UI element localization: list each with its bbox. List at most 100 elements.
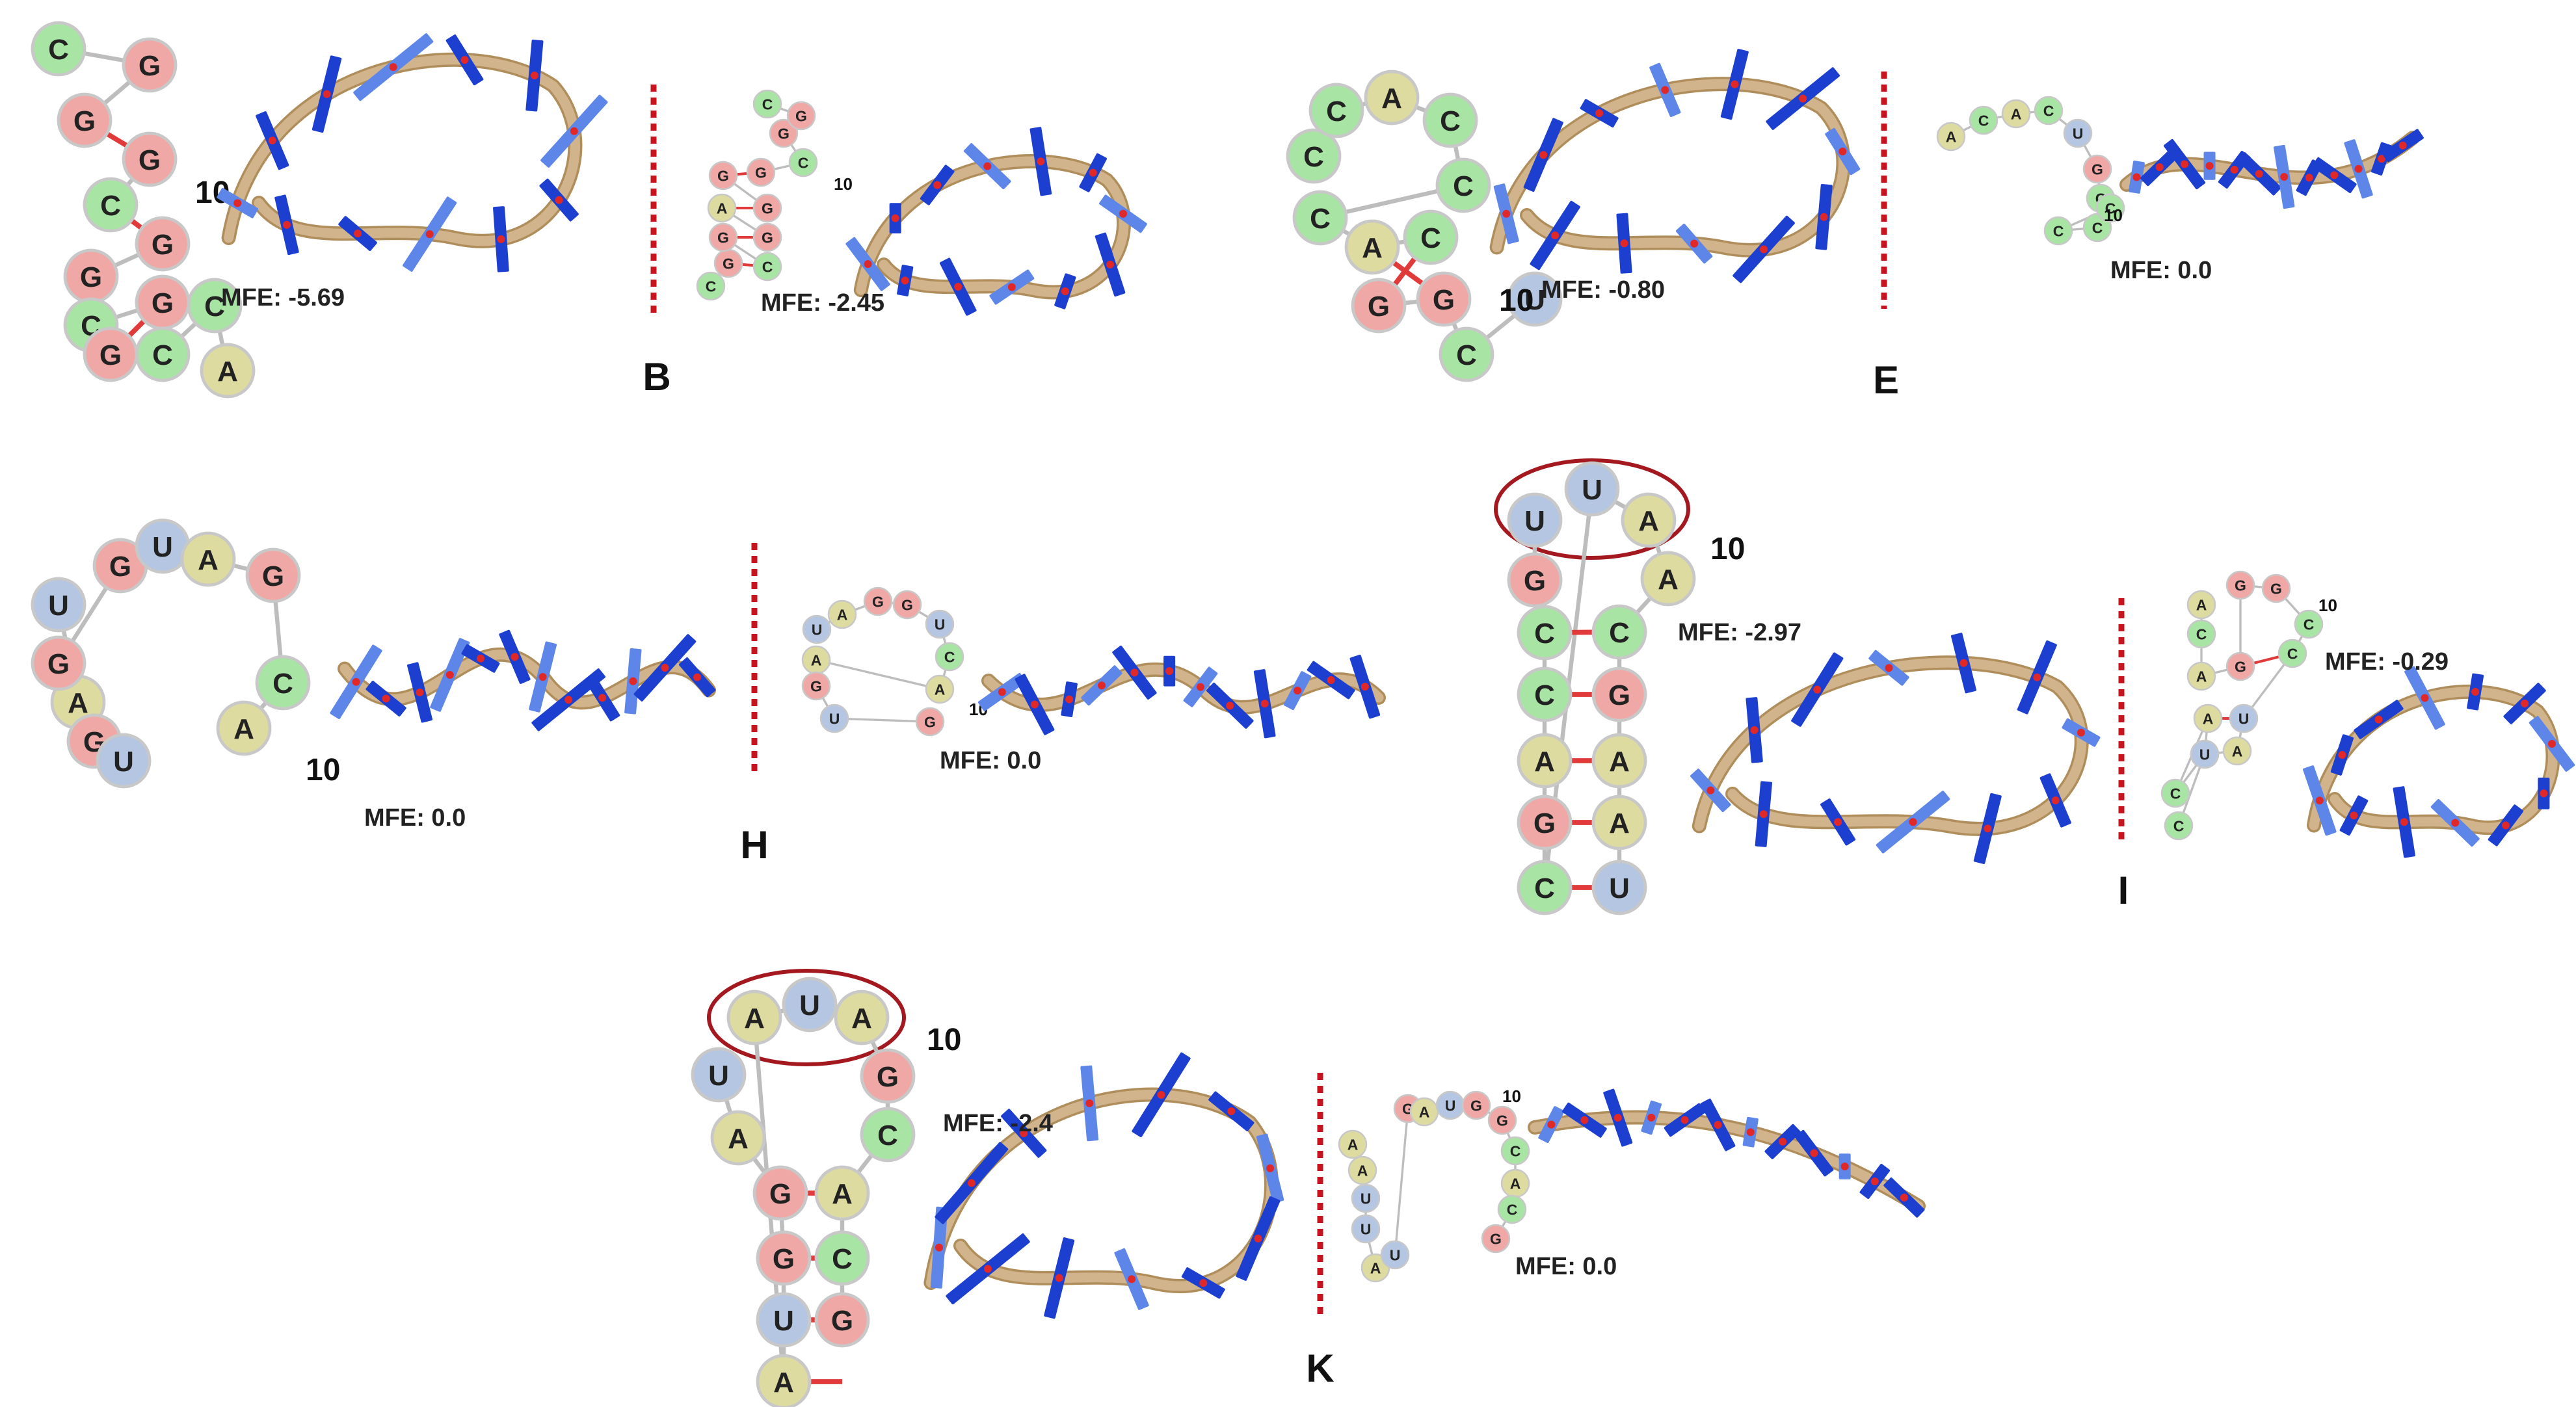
phosphate-atom <box>984 1265 992 1273</box>
nucleotide-circle <box>752 252 782 282</box>
nucleotide-letter: C <box>2287 645 2298 662</box>
phosphate-atom <box>1690 239 1699 248</box>
phosphate-atom <box>1595 109 1604 118</box>
nucleotide-circle <box>2294 609 2324 639</box>
nucleotide-circle <box>925 609 955 639</box>
nucleotide-letter: G <box>769 1178 791 1210</box>
nucleotide-G: G <box>2082 154 2112 184</box>
nucleotide-circle <box>1564 461 1620 517</box>
nucleotide-letter: A <box>217 356 238 388</box>
phosphate-atom <box>2033 673 2041 681</box>
nucleotide-G: G <box>786 101 816 131</box>
mfe-value: MFE: 0.0 <box>364 804 466 832</box>
highlight-ellipse <box>707 969 906 1066</box>
phosphate-atom <box>1580 1116 1589 1124</box>
backbone-link <box>1394 1108 1409 1256</box>
nucleotide-circle <box>2186 590 2216 620</box>
nucleotide-letter: G <box>1470 1097 1482 1114</box>
phosphate-atom <box>1760 245 1768 254</box>
nucleotide-circle <box>925 674 955 704</box>
nucleotide-circle <box>1380 1240 1410 1270</box>
nucleotide-circle <box>752 1165 808 1221</box>
nucleotide-circle <box>2001 99 2031 129</box>
phosphate-atom <box>1647 1113 1656 1122</box>
nucleotide-letter: U <box>152 531 173 563</box>
nucleotide-A: A <box>2186 590 2216 620</box>
phosphate-atom <box>511 653 519 661</box>
phosphate-atom <box>1227 1107 1236 1116</box>
phosphate-atom <box>1706 786 1715 795</box>
phosphate-atom <box>1030 700 1039 709</box>
nucleotide-C: C <box>1308 83 1364 138</box>
nucleotide-letter: C <box>1440 105 1461 137</box>
nucleotide-G: G <box>1351 278 1407 334</box>
phosphate-atom <box>1165 667 1174 676</box>
nucleotide-C: C <box>2294 609 2324 639</box>
nucleotide-G: G <box>245 547 301 603</box>
nucleotide-letter: A <box>935 681 946 698</box>
phosphate-atom <box>1834 818 1842 826</box>
nucleotide-circle <box>1507 552 1563 608</box>
nucleotide-letter: G <box>2235 577 2246 594</box>
phosphate-atom <box>1007 283 1016 291</box>
nucleotide-circle <box>2095 193 2125 223</box>
nucleotide-letter: G <box>2091 161 2103 178</box>
nucleotide-C: C <box>1517 605 1573 661</box>
nucleotide-circle <box>135 326 191 382</box>
phosphate-atom <box>1746 1128 1755 1137</box>
nucleotide-C: C <box>788 148 818 178</box>
nucleotide-U: U <box>1380 1240 1410 1270</box>
nucleotide-letter: U <box>1390 1246 1401 1263</box>
nucleotide-C: C <box>2277 638 2307 668</box>
nucleotide-circle <box>752 89 782 119</box>
mfe-value: MFE: -0.29 <box>2325 648 2449 676</box>
nucleotide-A: A <box>834 990 890 1045</box>
phosphate-atom <box>1065 695 1074 704</box>
nucleotide-circle <box>746 157 776 187</box>
nucleotide-letter: C <box>1534 618 1555 650</box>
nucleotide-G: G <box>1487 1105 1517 1135</box>
nucleotide-letter: U <box>1361 1190 1372 1207</box>
nucleotide-C: C <box>83 177 139 233</box>
nucleotide-circle <box>1422 92 1478 148</box>
nucleotide-letter: A <box>233 713 254 745</box>
phosphate-atom <box>1254 1234 1262 1243</box>
panel-i-3d-model <box>2303 666 2575 858</box>
panel-label-k: K <box>1306 1347 1334 1390</box>
nucleotide-letter: C <box>1310 203 1331 235</box>
nucleotide-C: C <box>860 1107 916 1163</box>
nucleotide-A: A <box>1338 1129 1368 1159</box>
nucleotide-U: U <box>31 577 86 633</box>
nucleotide-circle <box>1507 492 1563 548</box>
phosphate-atom <box>2451 819 2460 827</box>
phosphate-atom <box>570 127 578 135</box>
nucleotide-circle <box>245 547 301 603</box>
nucleotide-circle <box>135 216 191 272</box>
nucleotide-letter: G <box>762 229 773 246</box>
panel-h-3d-model <box>977 645 1386 739</box>
nucleotide-circle <box>1439 326 1494 382</box>
index-label: 10 <box>1499 283 1534 318</box>
nucleotide-circle <box>814 1230 870 1286</box>
nucleotide-circle <box>2063 118 2093 148</box>
nucleotide-G: G <box>752 193 782 223</box>
nucleotide-letter: A <box>1348 1136 1359 1153</box>
phosphate-atom <box>2051 796 2060 804</box>
phosphate-atom <box>1551 231 1560 240</box>
nucleotide-letter: C <box>1420 222 1441 254</box>
nucleotide-letter: U <box>812 621 823 638</box>
phosphate-atom <box>2354 164 2363 173</box>
nucleotide-U: U <box>1435 1090 1465 1120</box>
phosphate-atom <box>2421 694 2429 702</box>
phosphate-atom <box>2400 818 2408 826</box>
mfe-value: MFE: -2.45 <box>761 289 884 317</box>
nucleotide-U: U <box>1564 461 1620 517</box>
nucleotide-A: A <box>2222 736 2252 766</box>
nucleotide-G: G <box>57 92 113 148</box>
nucleotide-letter: A <box>717 200 728 217</box>
nucleotide-G: G <box>713 248 743 278</box>
nucleotide-letter: A <box>1419 1103 1430 1120</box>
phosphate-atom <box>2350 811 2358 820</box>
